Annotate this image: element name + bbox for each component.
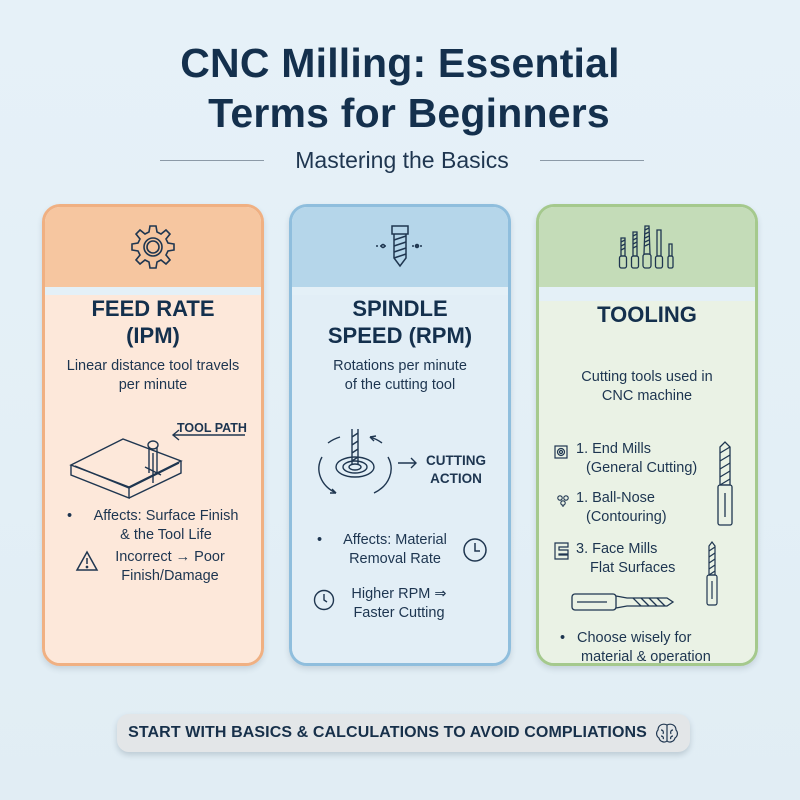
bullet-dot: • [560, 630, 566, 646]
card-title: SPINDLE SPEED (RPM) [327, 296, 473, 348]
subtitle: Mastering the Basics [295, 146, 509, 173]
card-description: Rotations per minute of the cutting tool [333, 358, 467, 393]
affects-bullet: Affects: Material Removal Rate [343, 532, 447, 567]
card-header [45, 207, 261, 287]
choose-wisely-bullet: Choose wisely for material & operation [577, 630, 711, 665]
title-line-1: CNC Milling: Essential [180, 40, 620, 86]
divider-left [160, 159, 264, 161]
face-mill-icon [554, 542, 569, 560]
drill-bit-illustration-horizontal [571, 591, 675, 613]
bullet-dot: • [317, 532, 323, 548]
ball-nose-icon [556, 494, 570, 508]
workpiece-tool-path-diagram [63, 425, 253, 500]
affects-bullet: Affects: Surface Finish & the Tool Life [93, 508, 239, 543]
subtitle-row: Mastering the Basics [160, 145, 644, 175]
card-header [292, 207, 508, 287]
tool-item-ball-nose: 1. Ball-Nose (Contouring) [576, 490, 667, 525]
title-line-2: Terms for Beginners [208, 90, 610, 136]
gear-icon [128, 222, 178, 272]
card-description: Linear distance tool travels per minute [66, 358, 240, 393]
cutting-action-label: CUTTING ACTION [426, 453, 486, 486]
card-header [539, 207, 755, 287]
warning-text: Incorrect → Poor Finish/Damage [115, 549, 225, 584]
tool-set-icon [615, 222, 679, 272]
card-body: SPINDLE SPEED (RPM) Rotations per minute… [292, 295, 508, 663]
banner-text: START WITH BASICS & CALCULATIONS TO AVOI… [128, 724, 647, 741]
card-feed-rate: FEED RATE (IPM) Linear distance tool tra… [42, 204, 264, 666]
card-description: Cutting tools used in CNC machine [581, 369, 713, 404]
bullet-dot: • [67, 508, 73, 524]
rotation-diagram [306, 423, 426, 503]
card-tooling: TOOLING Cutting tools used in CNC machin… [536, 204, 758, 666]
card-body: TOOLING Cutting tools used in CNC machin… [539, 301, 755, 665]
tool-path-label: TOOL PATH [177, 421, 247, 435]
drill-bit-illustration-large [715, 441, 735, 527]
stopwatch-icon [312, 588, 336, 612]
brain-icon [655, 722, 679, 744]
tool-item-end-mills: 1. End Mills (General Cutting) [576, 441, 698, 476]
spindle-drill-icon [372, 222, 428, 272]
card-title: TOOLING [597, 302, 697, 327]
divider-right [539, 159, 644, 161]
end-mill-icon [554, 444, 569, 459]
warning-icon [75, 550, 99, 572]
rpm-note: Higher RPM ⇒ Faster Cutting [351, 586, 447, 621]
drill-bit-illustration-small [705, 541, 719, 607]
card-title: FEED RATE (IPM) [91, 296, 215, 348]
page-title: CNC Milling: Essential Terms for Beginne… [0, 38, 800, 138]
card-spindle-speed: SPINDLE SPEED (RPM) Rotations per minute… [289, 204, 511, 666]
card-body: FEED RATE (IPM) Linear distance tool tra… [45, 295, 261, 663]
footer-banner: START WITH BASICS & CALCULATIONS TO AVOI… [117, 714, 690, 752]
clock-icon [462, 537, 488, 563]
tool-item-face-mills: 3. Face Mills Flat Surfaces [576, 541, 676, 576]
